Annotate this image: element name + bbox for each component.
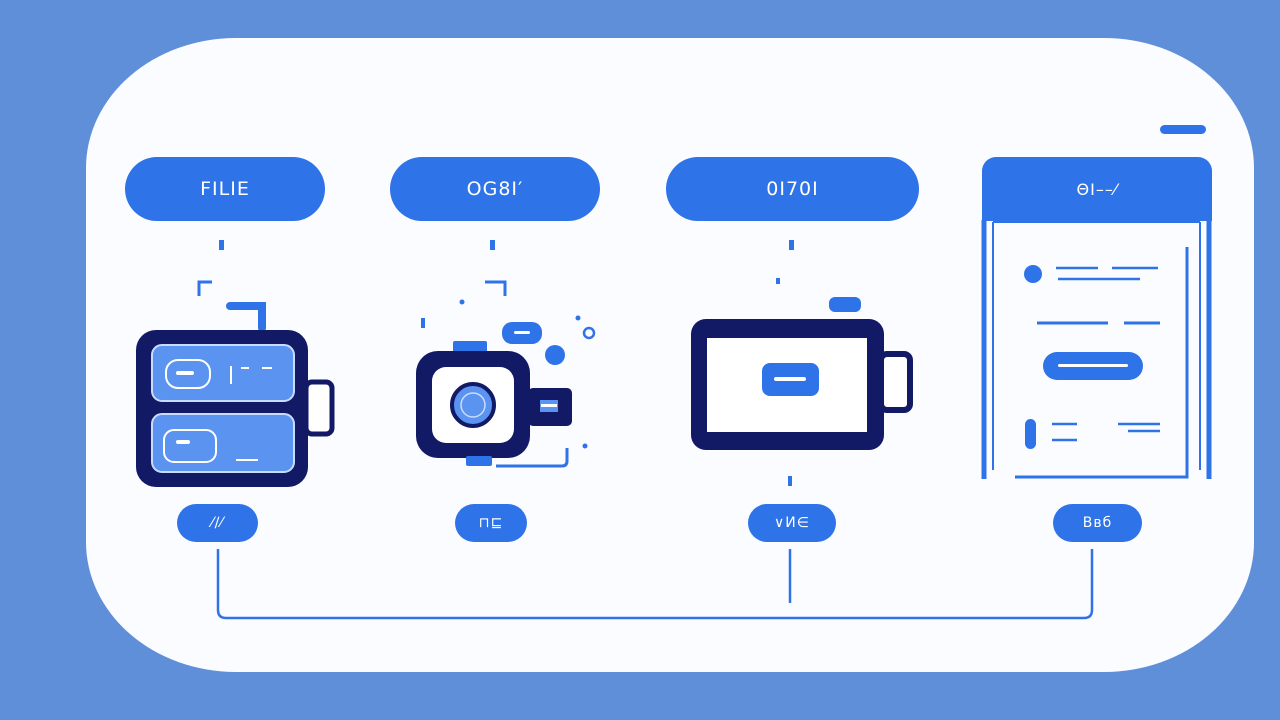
step-2-label: OG8I′ xyxy=(390,157,600,221)
bottom-connector xyxy=(216,549,1094,620)
step-3-caption: ∨И∈ xyxy=(748,504,836,542)
step-4-caption: Βвб xyxy=(1053,504,1142,542)
step-3-label: 0I70I xyxy=(666,157,919,221)
document-panel xyxy=(981,220,1212,479)
tick-1 xyxy=(219,240,224,250)
corner-dash xyxy=(1160,125,1206,134)
tick-2 xyxy=(490,240,495,250)
step-1-label: FILIE xyxy=(125,157,325,221)
step-1-caption: ⁄∕⁄ xyxy=(177,504,258,542)
tick-3 xyxy=(789,240,794,250)
display-battery-icon xyxy=(691,278,913,486)
step-4-label: ΘI––⁄ xyxy=(982,157,1212,221)
device-camera-icon xyxy=(416,280,596,468)
storage-battery-icon xyxy=(136,280,335,487)
step-2-caption: ⊓⊑ xyxy=(455,504,527,542)
